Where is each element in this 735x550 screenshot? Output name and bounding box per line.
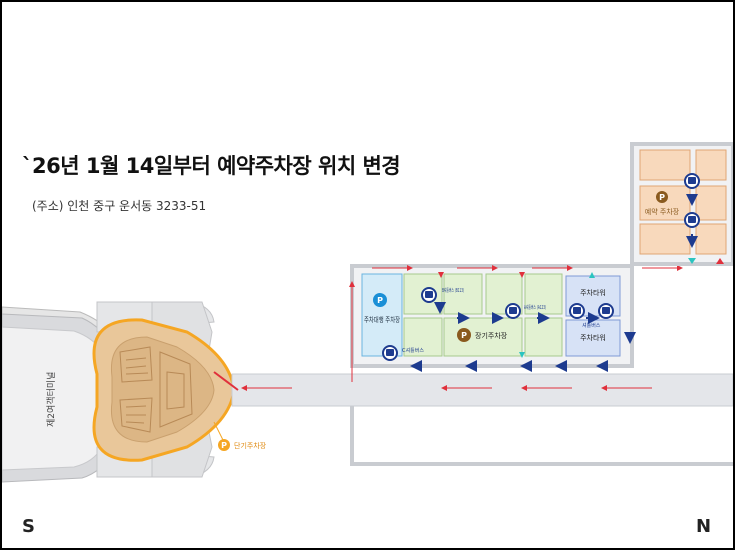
long-term-label: 장기주차장	[475, 331, 508, 340]
shuttle-c-label: C셔틀버스	[402, 347, 424, 354]
valet-label: 주차대행 주차장	[364, 315, 400, 324]
terminal-roof-pattern	[119, 346, 193, 433]
reserved-shuttle-markers[interactable]	[684, 173, 700, 228]
shuttle-a-label: A셔틀버스 (A123)	[524, 304, 546, 311]
shuttle-tower-label: 셔틀버스	[582, 322, 601, 329]
shuttle-marker-tower[interactable]: 셔틀버스	[569, 303, 614, 329]
compass-north: N	[696, 516, 712, 537]
p-symbol: P	[221, 441, 227, 450]
reserved-parking-label: 예약 주차장	[645, 207, 680, 216]
service-road	[350, 406, 733, 466]
compass-south: S	[22, 516, 35, 537]
reserved-lots	[639, 149, 727, 255]
bus-route-arrows	[410, 302, 636, 372]
shuttle-marker-a[interactable]: A셔틀버스 (A123)	[505, 303, 546, 319]
tower-lot-lower	[565, 319, 621, 357]
valet-lot	[361, 273, 403, 357]
tower-upper-label: 주차타워	[580, 288, 606, 297]
shuttle-marker-b[interactable]: B셔틀버스 (B113)	[421, 287, 464, 303]
tower-lower-label: 주차타워	[580, 333, 606, 342]
notice-title: `26년 1월 14일부터 예약주차장 위치 변경	[22, 154, 401, 178]
p-symbol-longterm: P	[461, 331, 467, 340]
shuttle-b-label: B셔틀버스 (B113)	[442, 287, 464, 294]
p-symbol-reserved: P	[659, 193, 665, 202]
main-road	[231, 373, 733, 407]
terminal-label: 제2여객터미널	[45, 372, 57, 427]
short-term-parking-label: 단기주차장	[234, 441, 267, 450]
p-symbol-valet: P	[377, 296, 383, 305]
notice-address: (주소) 인천 중구 운서동 3233-51	[32, 199, 207, 213]
p-icon-short	[218, 439, 230, 451]
shuttle-marker-c[interactable]: C셔틀버스	[382, 345, 424, 361]
long-term-lots	[403, 273, 563, 357]
